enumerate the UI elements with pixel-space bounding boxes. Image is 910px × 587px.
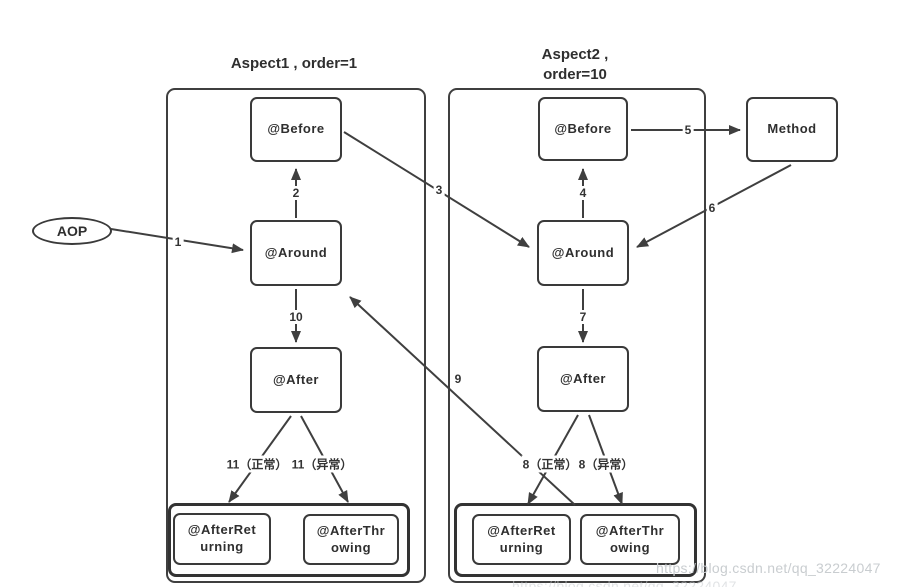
aspect2-before-node: @Before xyxy=(538,97,628,161)
aspect1-branch-exception-label: 11（异常） xyxy=(290,455,354,473)
aspect2-after-advices-group xyxy=(454,503,697,577)
aspect1-after-node: @After xyxy=(250,347,342,413)
aspect2-title: Aspect2 , order=10 xyxy=(448,45,702,86)
aspect2-after-node: @After xyxy=(537,346,629,412)
aspect2-afterthrowing-label-l2: owing xyxy=(609,539,651,555)
aspect1-before-label: @Before xyxy=(267,121,325,137)
aspect2-container xyxy=(448,88,706,583)
aspect1-around-label: @Around xyxy=(264,244,328,260)
aspect2-afterthrowing-node: @AfterThr owing xyxy=(580,514,680,565)
edge-label-3: 3 xyxy=(433,183,445,197)
aspect1-afterreturning-label-l2: urning xyxy=(200,539,244,554)
edge-label-10: 10 xyxy=(287,310,305,324)
aspect2-afterthrowing-label-l1: @AfterThr xyxy=(595,522,665,538)
aspect1-afterthrowing-label-l1: @AfterThr xyxy=(316,522,386,538)
aspect1-after-advices-group xyxy=(168,503,410,577)
aspect2-title-line1: Aspect2 , xyxy=(541,46,609,63)
aspect2-title-line2: order=10 xyxy=(543,66,607,84)
edge-label-2: 2 xyxy=(290,186,302,200)
csdn-watermark: https://blog.csdn.net/qq_32224047 xyxy=(656,560,881,576)
edge-label-1: 1 xyxy=(172,235,184,249)
aspect1-afterreturning-node: @AfterRet urning xyxy=(173,513,271,565)
aspect1-afterreturning-label-l1: @AfterRet xyxy=(187,522,257,538)
method-label: Method xyxy=(767,121,817,137)
aspect1-branch-normal-label: 11（正常） xyxy=(225,455,289,473)
csdn-watermark-partial: https://blog.csdn.net/qq_32224047 xyxy=(512,578,737,587)
aspect2-afterreturning-label-l2: urning xyxy=(499,539,544,555)
aspect2-branch-normal-label: 8（正常） xyxy=(521,455,579,473)
aspect1-afterthrowing-label-l2: owing xyxy=(330,539,372,555)
edge-label-7: 7 xyxy=(577,310,589,324)
aspect1-around-node: @Around xyxy=(250,220,342,286)
aspect2-after-label: @After xyxy=(559,370,606,386)
edge-label-6: 6 xyxy=(706,201,718,215)
edge-label-9: 9 xyxy=(452,372,464,386)
aspect1-title: Aspect1 , order=1 xyxy=(230,55,358,72)
aop-label: AOP xyxy=(56,223,88,239)
aspect2-afterreturning-node: @AfterRet urning xyxy=(472,514,571,565)
aspect2-around-label: @Around xyxy=(551,244,615,260)
aspect2-around-node: @Around xyxy=(537,220,629,286)
aspect2-before-label: @Before xyxy=(554,120,612,136)
aspect1-after-label: @After xyxy=(272,371,319,387)
aspect2-afterreturning-label-l1: @AfterRet xyxy=(487,522,556,538)
aspect2-branch-exception-label: 8（异常） xyxy=(577,455,635,473)
aop-source-ellipse: AOP xyxy=(32,217,112,245)
edge-label-5: 5 xyxy=(682,123,694,137)
aspect1-before-node: @Before xyxy=(250,97,342,162)
method-node: Method xyxy=(746,97,838,162)
edge-label-4: 4 xyxy=(577,186,589,200)
aspect1-afterthrowing-node: @AfterThr owing xyxy=(303,514,399,565)
